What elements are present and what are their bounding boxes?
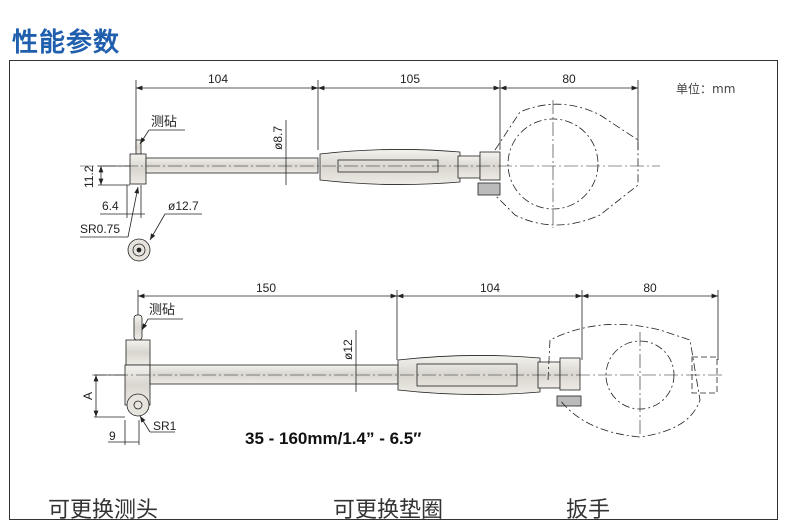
rod-diameter-bottom: ø12	[341, 339, 355, 360]
height-dim-top: 11.2	[82, 165, 96, 188]
dim-top-2: 105	[400, 72, 420, 86]
radius-dim-top: SR0.75	[80, 222, 120, 236]
measuring-range: 35 - 160mm/1.4” - 6.5″	[245, 429, 421, 448]
top-gauge	[80, 80, 660, 262]
dim-bottom-3: 80	[643, 281, 657, 295]
offset-dim-bottom: 9	[109, 429, 116, 443]
head-diameter-top: ø12.7	[168, 199, 199, 213]
dim-top-3: 80	[562, 72, 576, 86]
rod-diameter-top: ø8.7	[271, 126, 285, 150]
anvil-label-bottom: 测砧	[149, 303, 175, 318]
section-title: 性能参数	[12, 28, 121, 58]
offset-dim-top: 6.4	[102, 199, 119, 213]
dim-bottom-1: 150	[256, 281, 276, 295]
height-dim-bottom: A	[81, 392, 95, 400]
anvil-label-top: 测砧	[151, 115, 177, 130]
footer-label-interchangeable-washers: 可更换垫圈	[333, 498, 444, 523]
dim-top-1: 104	[208, 72, 228, 86]
footer-label-wrench: 扳手	[566, 498, 611, 523]
bottom-gauge	[92, 290, 725, 445]
footer-label-interchangeable-rods: 可更换测头	[48, 498, 159, 523]
dim-bottom-2: 104	[480, 281, 500, 295]
radius-dim-bottom: SR1	[153, 419, 177, 433]
unit-label: 单位：mm	[676, 81, 735, 96]
technical-drawing: 单位：mm 104 105 80 ø8.7 测砧 11.2 6.4 SR0.75…	[80, 72, 735, 448]
